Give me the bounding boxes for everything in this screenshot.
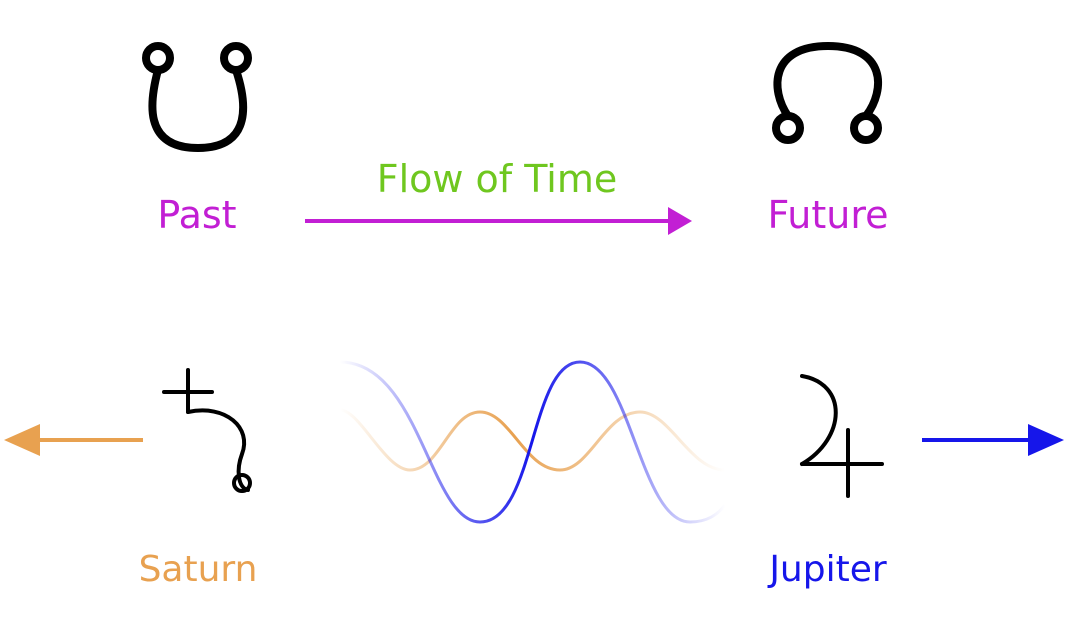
saturn-arrow [4,424,143,456]
orange-wave [339,408,726,472]
node-label-jupiter: Jupiter [767,549,887,590]
node-label-past: Past [157,193,236,237]
node-label-saturn: Saturn [139,549,258,590]
blue-wave [339,360,727,524]
jupiter-icon [800,374,884,498]
jupiter-arrow [922,424,1064,456]
node-label-future: Future [767,193,888,237]
south-node-icon [142,42,252,153]
time-flow-arrow [305,207,692,235]
north-node-icon [772,41,882,144]
saturn-icon [162,368,252,493]
edge-label-flow-of-time: Flow of Time [377,157,618,201]
